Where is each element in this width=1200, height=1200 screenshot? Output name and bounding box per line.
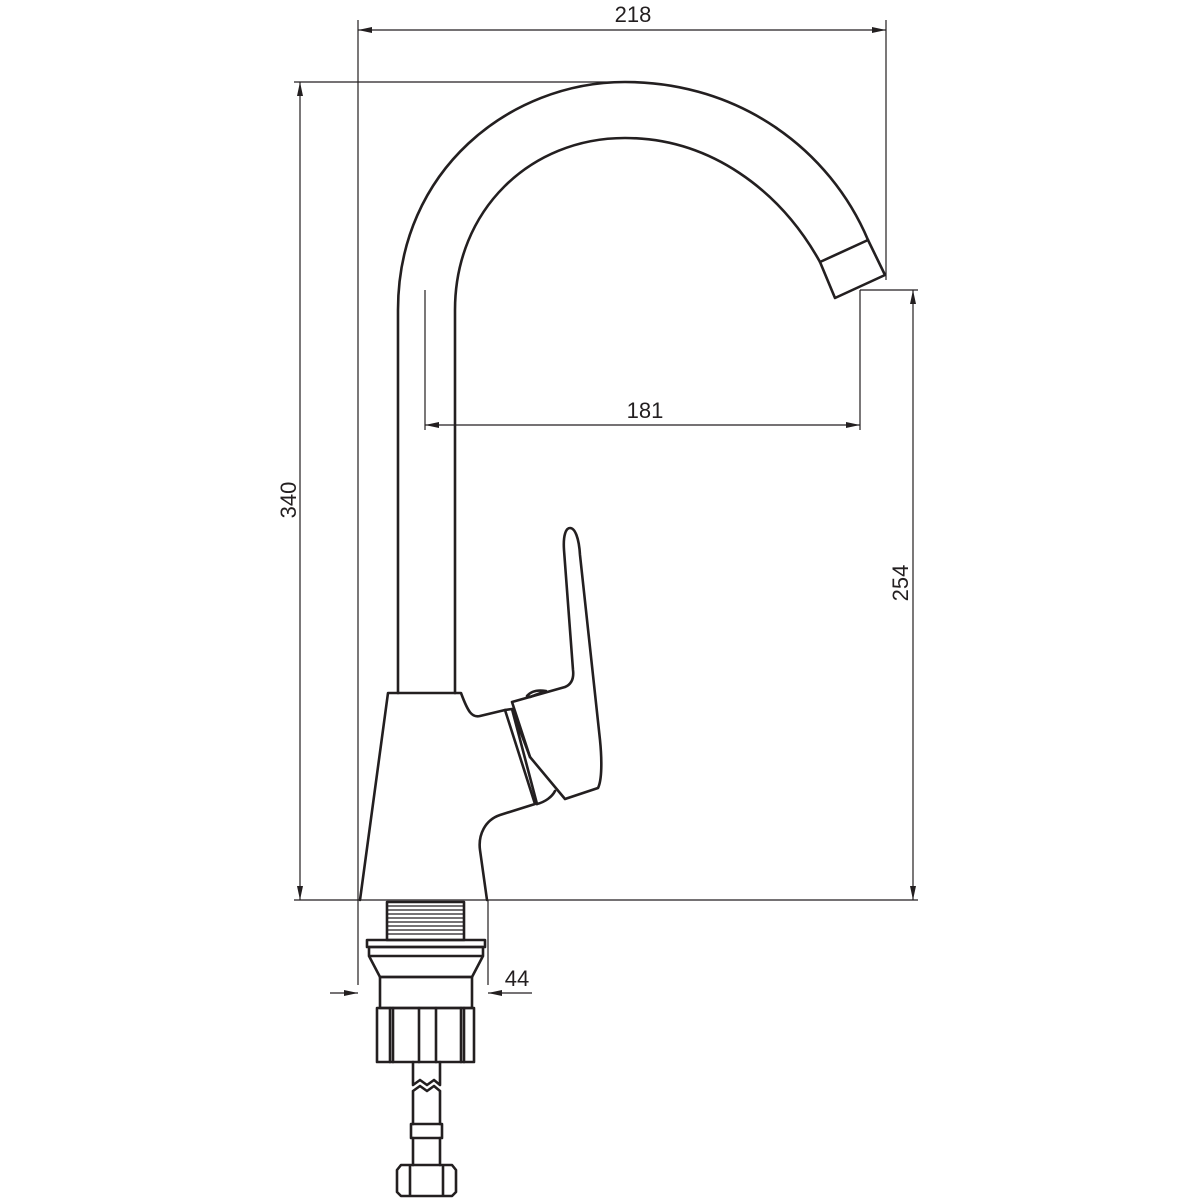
spout-outer — [396, 80, 870, 695]
mounting-assembly — [365, 900, 487, 1198]
dimension-44: 44 — [330, 900, 532, 996]
nut-ribs — [388, 1006, 466, 1064]
clamp-flange — [367, 945, 485, 979]
cartridge-cap — [535, 789, 557, 806]
faucet-body — [358, 80, 887, 902]
supply-hose — [411, 1060, 442, 1126]
dimension-label-340: 340 — [276, 482, 301, 519]
dimension-340: 340 — [276, 81, 918, 901]
hose-hex-nut — [395, 1163, 458, 1198]
dimension-label-44: 44 — [505, 966, 529, 991]
dimension-218: 218 — [357, 2, 887, 985]
dimension-181: 181 — [424, 290, 861, 430]
spout-inner — [453, 136, 822, 695]
dimension-label-181: 181 — [627, 398, 664, 423]
dimension-254: 254 — [860, 289, 918, 900]
mounting-nut — [375, 1006, 476, 1064]
hose-ferrule — [409, 1122, 444, 1140]
dimension-label-218: 218 — [615, 2, 652, 27]
mixer-body — [358, 691, 537, 902]
lever-handle — [510, 526, 603, 801]
lever-pivot — [525, 689, 548, 699]
aerator-nozzle — [818, 238, 887, 300]
thread-lines — [387, 905, 464, 935]
hose-tail — [411, 1136, 442, 1167]
clamp-collar — [378, 975, 474, 1010]
dimension-label-254: 254 — [888, 565, 913, 602]
